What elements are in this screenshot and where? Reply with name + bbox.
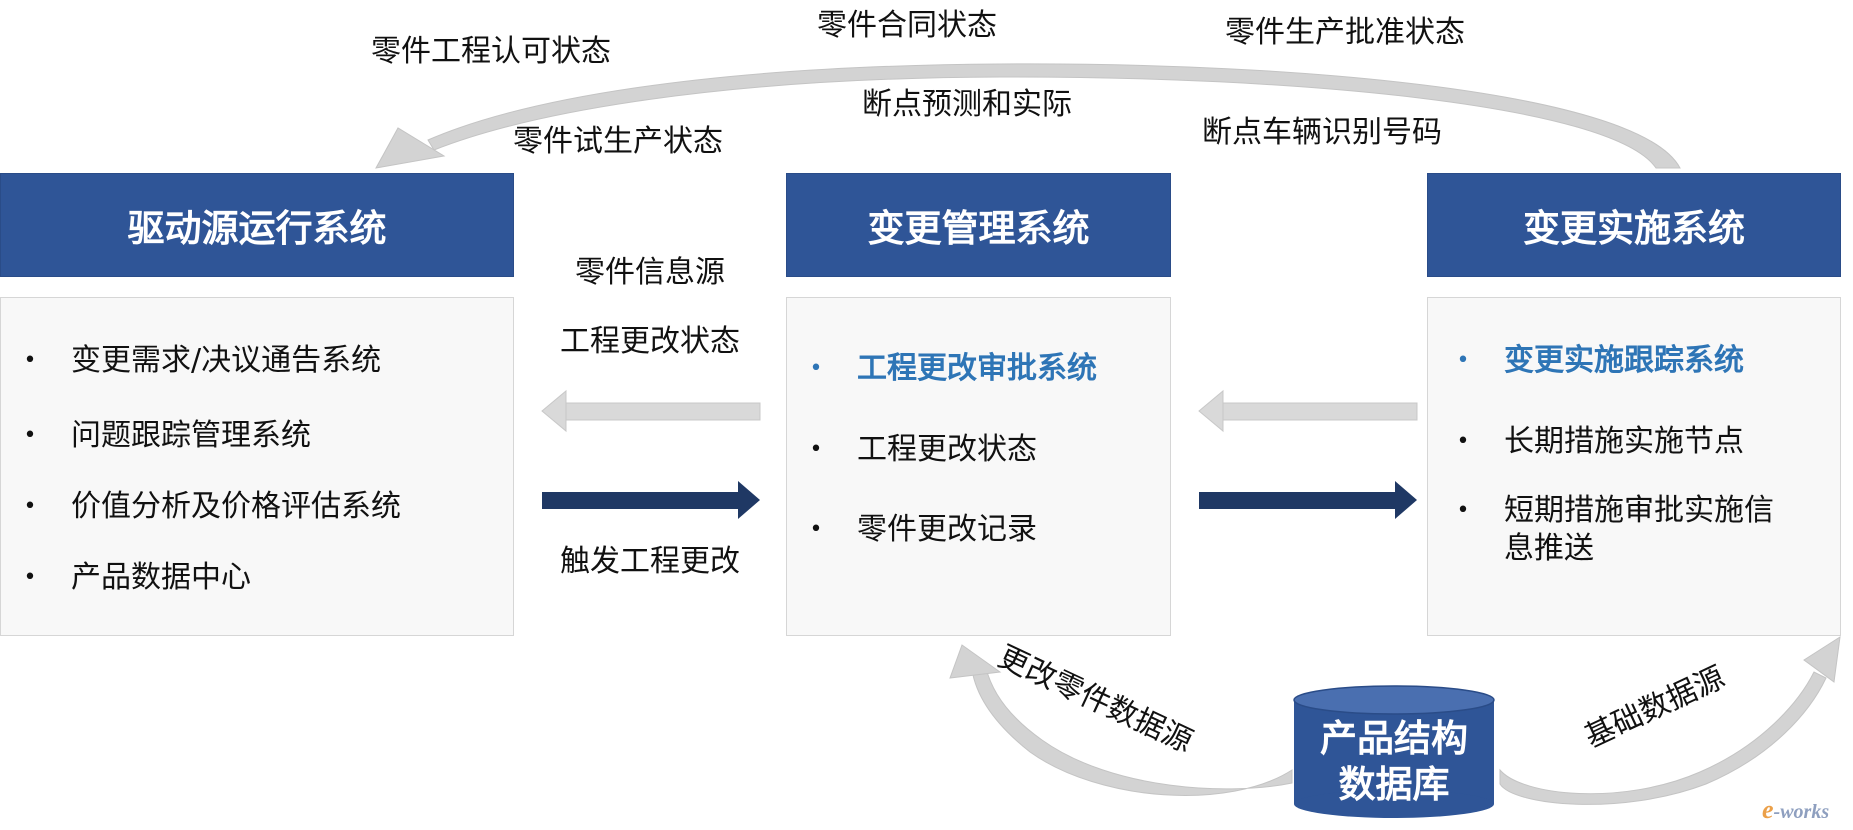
driver-system-panel <box>0 297 514 636</box>
eworks-logo: e-works <box>1762 795 1830 824</box>
trigger-arrow-left-to-middle <box>542 481 760 519</box>
bullet: • <box>23 348 37 373</box>
bullet: • <box>1456 498 1470 523</box>
list-item: 变更需求/决议通告系统 <box>71 343 382 378</box>
flow-label: 断点预测和实际 <box>862 87 1072 122</box>
list-item: 长期措施实施节点 <box>1504 424 1744 459</box>
list-item-highlighted: 变更实施跟踪系统 <box>1504 343 1744 378</box>
change-implementation-header: 变更实施系统 <box>1427 173 1841 277</box>
forward-arrow-middle-to-right <box>1199 481 1417 519</box>
list-item: 工程更改状态 <box>857 432 1037 467</box>
list-item: 零件更改记录 <box>857 512 1037 547</box>
db-to-right-arc-head <box>1803 635 1841 683</box>
database-cylinder <box>1293 685 1495 818</box>
bullet: • <box>23 423 37 448</box>
change-management-header: 变更管理系统 <box>786 173 1171 277</box>
flow-label: 断点车辆识别号码 <box>1202 115 1442 150</box>
flow-label: 零件试生产状态 <box>513 124 723 159</box>
flow-label: 工程更改状态 <box>560 324 740 359</box>
list-item: 价值分析及价格评估系统 <box>71 489 401 524</box>
list-item-highlighted: 工程更改审批系统 <box>857 351 1097 386</box>
database-label-line2: 数据库 <box>1338 763 1450 806</box>
bullet: • <box>1456 429 1470 454</box>
list-item: 短期措施审批实施信息推送 <box>1504 493 1774 566</box>
bullet: • <box>1456 348 1470 373</box>
list-item: 产品数据中心 <box>71 560 251 595</box>
feedback-arrow-right-to-middle <box>1198 389 1418 433</box>
db-to-right-arc <box>1499 671 1827 805</box>
database-label-line1: 产品结构 <box>1320 717 1468 760</box>
bullet: • <box>809 437 823 462</box>
flow-label: 零件信息源 <box>575 255 725 290</box>
driver-system-header: 驱动源运行系统 <box>0 173 514 277</box>
list-item: 问题跟踪管理系统 <box>71 418 311 453</box>
feedback-arrow-middle-to-left <box>541 389 761 433</box>
change-implementation-panel <box>1427 297 1841 636</box>
flow-label: 零件工程认可状态 <box>371 34 611 69</box>
bullet: • <box>809 356 823 381</box>
flow-label: 零件合同状态 <box>817 8 997 43</box>
bullet: • <box>809 517 823 542</box>
bullet: • <box>23 494 37 519</box>
change-management-panel <box>786 297 1171 636</box>
db-to-middle-arc-head <box>949 644 1002 679</box>
top-feedback-arc-head <box>375 127 446 169</box>
bullet: • <box>23 565 37 590</box>
flow-label: 零件生产批准状态 <box>1225 15 1465 50</box>
flow-label: 触发工程更改 <box>560 544 740 579</box>
